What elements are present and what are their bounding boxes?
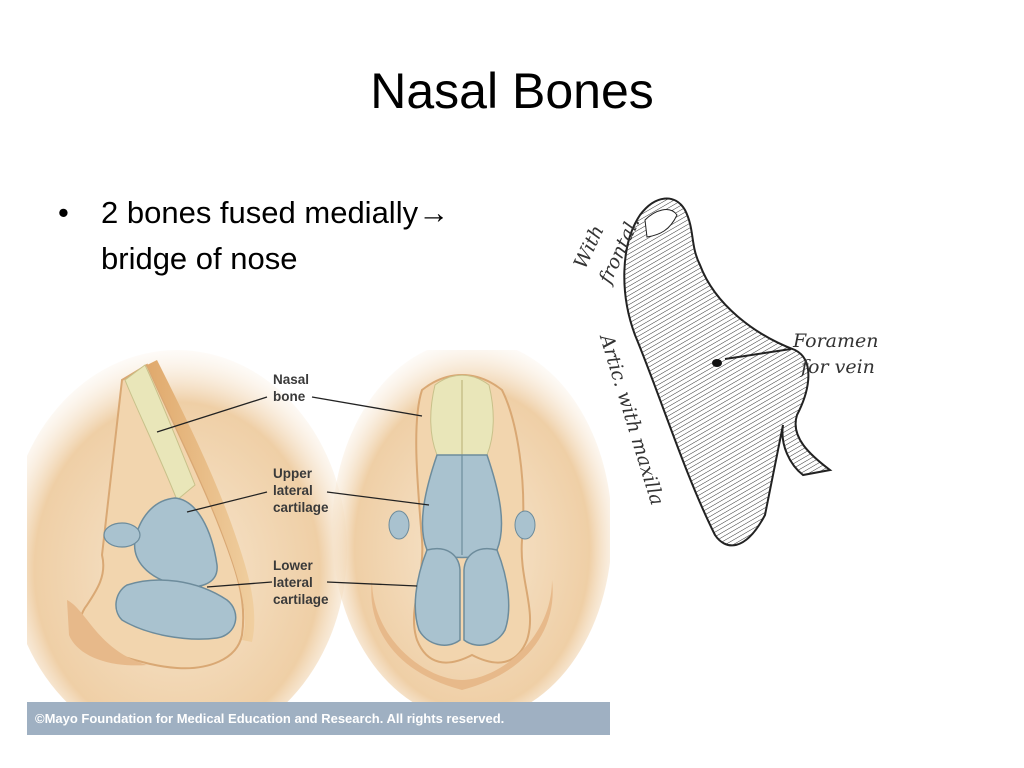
bullet-dot-icon: • [58, 195, 69, 230]
label-nasal-bone-2: bone [273, 389, 306, 404]
label-lower-lateral-3: cartilage [273, 592, 329, 607]
label-upper-lateral-1: Upper [273, 466, 313, 481]
bullet-item: • 2 bones fused medially→ bridge of nose [58, 190, 458, 282]
label-upper-lateral-3: cartilage [273, 500, 329, 515]
front-view-nose [371, 374, 553, 690]
label-lower-lateral-2: lateral [273, 575, 313, 590]
copyright-caption: ©Mayo Foundation for Medical Education a… [35, 711, 504, 726]
label-foramen: Foramen [792, 330, 879, 352]
label-lower-lateral-1: Lower [273, 558, 314, 573]
bullet-text-continued: bridge of nose [101, 241, 298, 276]
side-view-nose [67, 360, 255, 670]
bone-shape [623, 197, 833, 547]
label-leader-lines [156, 396, 430, 588]
slide-title: Nasal Bones [370, 63, 654, 119]
label-upper-lateral-2: lateral [273, 483, 313, 498]
arrow-right-icon: → [418, 195, 450, 230]
nasal-bone-engraving: With frontal. Foramen for vein Artic. wi… [570, 197, 879, 547]
caption-bar [27, 702, 610, 735]
bullet-text: 2 bones fused medially [101, 195, 419, 230]
bullet-list: • 2 bones fused medially→ bridge of nose [58, 190, 458, 282]
label-for-vein: for vein [799, 356, 875, 378]
label-nasal-bone-1: Nasal [273, 372, 309, 387]
nasal-anatomy-illustration: Nasal bone Upper lateral cartilage Lower… [27, 350, 610, 735]
